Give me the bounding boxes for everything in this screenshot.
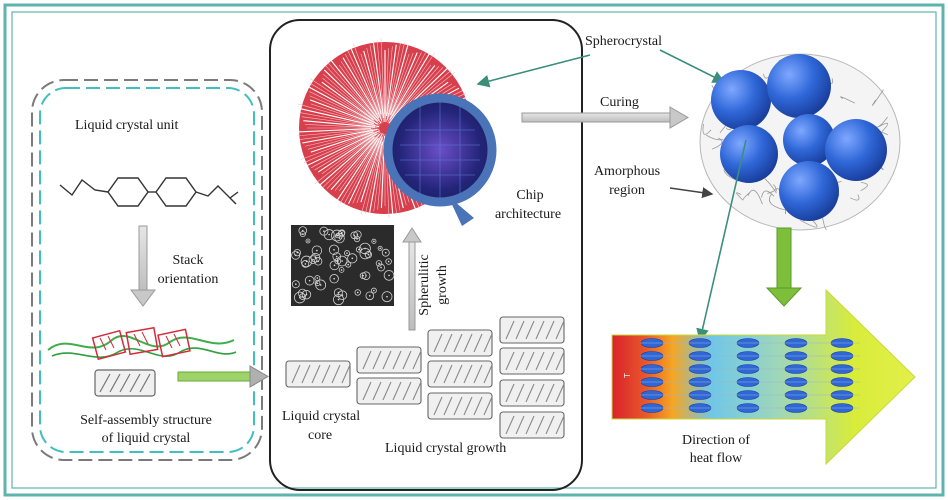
label-lc-core-2: core [308, 428, 333, 443]
spherocrystal-spheres [711, 54, 887, 221]
label-chip: Chip [516, 188, 544, 203]
label-self-assembly-2: of liquid crystal [101, 431, 191, 446]
pointer-to-sphere [659, 49, 726, 83]
label-spherocrystal: Spherocrystal [585, 34, 662, 49]
heat-flow-arrow: T [611, 288, 916, 466]
green-arrow-down-icon [765, 227, 803, 307]
spherulitic-growth-arrow-icon [402, 227, 422, 331]
label-curing: Curing [600, 95, 639, 110]
label-lc-unit: Liquid crystal unit [75, 118, 179, 133]
pointer-to-heat-flow [696, 139, 747, 342]
chip-magnifier-icon [383, 93, 497, 226]
label-stack: Stack [172, 253, 204, 268]
dashed-outer-box [31, 79, 263, 461]
label-architecture: architecture [494, 207, 562, 222]
pointer-to-spherulite [476, 54, 591, 88]
label-orientation: orientation [157, 272, 219, 287]
dashed-inner-box [39, 87, 255, 453]
svg-text:T: T [623, 373, 632, 378]
pointer-to-amorphous [669, 187, 714, 199]
middle-panel [269, 19, 583, 491]
label-spherulitic: Spherulitic [417, 254, 432, 316]
self-assembly-cluster [47, 326, 237, 397]
label-self-assembly-1: Self-assembly structure [80, 413, 212, 428]
label-heat-flow: heat flow [689, 451, 743, 466]
label-lc-growth: Liquid crystal growth [385, 441, 507, 456]
label-growth: growth [435, 265, 450, 305]
lc-molecule-icon [59, 177, 239, 207]
label-amorphous: Amorphous [593, 164, 661, 179]
label-direction-of: Direction of [681, 433, 751, 448]
label-region: region [609, 183, 645, 198]
label-lc-core-1: Liquid crystal [282, 409, 361, 424]
lc-growth-blocks [285, 316, 565, 439]
curing-arrow-icon [521, 106, 689, 129]
micrograph-image [291, 225, 395, 306]
inner-frame [11, 11, 937, 489]
stack-arrow-icon [130, 225, 156, 307]
green-arrow-right-icon [177, 365, 269, 388]
